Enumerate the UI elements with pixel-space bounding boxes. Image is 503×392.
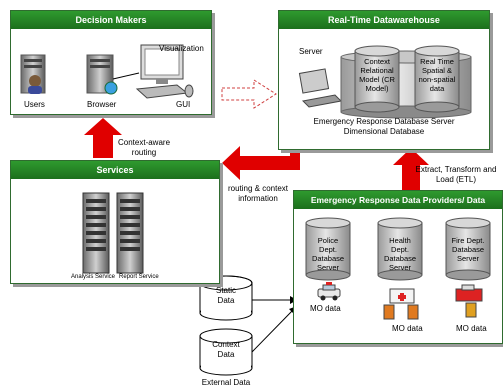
report-server-icon <box>116 192 144 274</box>
police-db-cylinder <box>305 217 351 281</box>
arrow-services-to-decision <box>84 118 122 158</box>
context-routing-line-2: routing <box>131 148 157 157</box>
cr-model-cylinder <box>354 45 400 113</box>
routing-info-line-1: routing & context <box>227 184 289 193</box>
providers-panel: Emergency Response Data Providers/ Data … <box>293 190 503 344</box>
ambulance-icon <box>383 288 419 320</box>
fire-line-3: Server <box>456 254 480 263</box>
context-line-1: Context <box>212 340 240 349</box>
context-data-cylinder <box>199 328 253 376</box>
health-line-3: Database <box>383 254 417 263</box>
services-panel: Services Analysis Service Report Service <box>10 160 220 284</box>
routing-info-label: routing & context information <box>221 184 295 204</box>
context-routing-label: Context-aware routing <box>118 138 170 158</box>
arrow-warehouse-to-services <box>222 146 300 180</box>
external-data-label: External Data <box>201 378 251 387</box>
fire-db-label: Fire Dept. Database Server <box>444 236 492 263</box>
arrow-gui-to-warehouse <box>221 79 277 109</box>
cr-line-3: Model (CR <box>359 75 395 84</box>
mo-data-health: MO data <box>392 324 423 333</box>
services-icons <box>82 192 144 274</box>
cr-line-2: Relational <box>360 66 394 75</box>
health-line-2: Dept. <box>391 245 409 254</box>
decision-makers-icons <box>20 44 194 99</box>
health-line-4: Server <box>388 263 412 272</box>
decision-makers-panel: Decision Makers Visualiz <box>10 10 212 115</box>
police-car-icon <box>317 282 341 301</box>
fire-truck-icon <box>455 284 483 318</box>
arrow-providers-to-warehouse <box>393 148 429 190</box>
realtime-data-cylinder <box>414 45 460 113</box>
mo-data-fire: MO data <box>456 324 487 333</box>
providers-title: Emergency Response Data Providers/ Data … <box>294 191 502 223</box>
fire-line-2: Database <box>451 245 485 254</box>
analysis-server-icon <box>82 192 110 274</box>
police-line-3: Database <box>311 254 345 263</box>
datawarehouse-icons <box>298 45 472 119</box>
arrow-static-to-providers <box>252 296 297 304</box>
cr-line-1: Context <box>364 57 390 66</box>
arrow-context-to-providers <box>251 306 297 353</box>
fire-db-cylinder <box>445 217 491 281</box>
static-line-1: Static <box>215 286 236 295</box>
health-db-cylinder <box>377 217 423 281</box>
realtime-data-label: Real Time Spatial & non-spatial data <box>413 57 461 93</box>
context-data-label: Context Data <box>200 340 252 360</box>
etl-line-1: Extract, Transform and <box>415 165 497 174</box>
users-label: Users <box>24 100 45 109</box>
gui-label: GUI <box>176 100 191 109</box>
users-server-icon <box>20 54 46 94</box>
visualization-label: Visualization <box>159 44 204 53</box>
server-monitor-icon <box>298 68 343 108</box>
static-data-label: Static Data <box>200 286 252 306</box>
mo-data-police: MO data <box>310 304 341 313</box>
police-db-label: Police Dept. Database Server <box>306 236 350 272</box>
providers-icons <box>305 217 491 320</box>
cr-line-4: Model) <box>365 84 389 93</box>
browser-server-icon <box>86 54 118 95</box>
police-line-1: Police <box>317 236 339 245</box>
mouse-icon <box>184 84 194 98</box>
routing-info-line-2: information <box>238 194 278 203</box>
rt-line-3: non-spatial <box>418 75 456 84</box>
context-line-2: Data <box>217 350 235 359</box>
police-line-2: Dept. <box>319 245 337 254</box>
datawarehouse-title: Real-Time Datawarehouse <box>279 11 489 29</box>
health-line-1: Health <box>389 236 411 245</box>
rt-line-4: data <box>429 84 445 93</box>
etl-label: Extract, Transform and Load (ETL) <box>410 165 502 185</box>
keyboard-icon <box>135 84 189 99</box>
browser-label: Browser <box>87 100 117 109</box>
police-line-4: Server <box>316 263 340 272</box>
monitor-icon <box>140 44 184 84</box>
rt-line-1: Real Time <box>420 57 454 66</box>
context-routing-line-1: Context-aware <box>118 138 171 147</box>
warehouse-caption: Emergency Response Database Server Dimen… <box>279 117 489 137</box>
report-service-label: Report Service <box>119 274 159 280</box>
datawarehouse-panel: Real-Time Datawarehouse Server Context R… <box>278 10 490 150</box>
services-title: Services <box>11 161 219 179</box>
cr-model-label: Context Relational Model (CR Model) <box>355 57 399 93</box>
static-line-2: Data <box>217 296 235 305</box>
decision-makers-title: Decision Makers <box>11 11 211 29</box>
fire-line-1: Fire Dept. <box>451 236 485 245</box>
caption-line-1: Emergency Response Database Server <box>313 117 455 126</box>
caption-line-2: Dimensional Database <box>343 127 425 136</box>
etl-line-2: Load (ETL) <box>435 175 477 184</box>
server-label: Server <box>299 47 323 56</box>
health-db-label: Health Dept. Database Server <box>378 236 422 272</box>
analysis-service-label: Analysis Service <box>71 274 116 280</box>
rt-line-2: Spatial & <box>421 66 453 75</box>
